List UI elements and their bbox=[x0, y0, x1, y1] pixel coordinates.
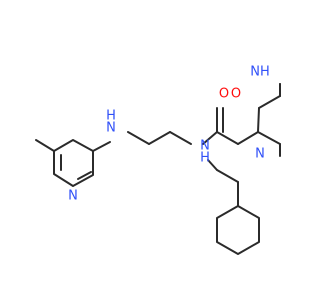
molecule-structure-diagram: N N H N H O O NH N bbox=[0, 0, 300, 300]
amide-chain-bond bbox=[216, 131, 239, 145]
piperazinone-bond-4 bbox=[257, 131, 281, 145]
pyridine-inner-double-bond-2 bbox=[77, 171, 92, 180]
cyclohexane-ring-bonds bbox=[216, 205, 260, 255]
label-layer: N N H N H O O NH N bbox=[68, 65, 270, 204]
ring-nh-label: NH bbox=[250, 65, 270, 80]
linker-bond-1 bbox=[92, 141, 111, 152]
amide-nitrogen-label: N bbox=[200, 139, 210, 154]
linker-bond-2 bbox=[127, 131, 150, 145]
ring-carbonyl-oxygen-label: O bbox=[231, 87, 241, 102]
linker-bond-4 bbox=[169, 131, 192, 145]
piperazinone-bond-2 bbox=[257, 107, 260, 133]
amine-hydrogen-label: H bbox=[106, 109, 116, 124]
methyl-bond bbox=[35, 139, 55, 152]
cyclohexyl-link-bond-2 bbox=[216, 169, 239, 183]
cyclohexyl-link-bond-1 bbox=[207, 159, 218, 171]
amide-carbonyl-oxygen-label: O bbox=[219, 87, 229, 102]
linker-bond-3 bbox=[148, 131, 171, 145]
piperazinone-bond-1 bbox=[237, 131, 259, 145]
ring-nitrogen-label: N bbox=[255, 147, 265, 162]
bond-layer bbox=[35, 83, 281, 255]
piperazinone-bond-3 bbox=[258, 95, 281, 109]
linker-bond-5 bbox=[202, 131, 218, 145]
pyridine-nitrogen-label: N bbox=[68, 189, 78, 204]
amine-nitrogen-label: N bbox=[106, 121, 116, 136]
diagram-background bbox=[0, 0, 300, 300]
amide-hydrogen-label: H bbox=[200, 151, 210, 166]
